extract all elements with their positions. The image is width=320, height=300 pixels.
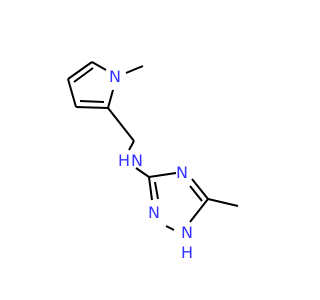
molecule-structure-diagram: N N H N N N H [67,61,239,262]
bond-triazole-c5-n1 [189,198,209,223]
bond-pyrrole-c4-c5 [67,78,77,108]
bond-ch2-amine [128,140,135,151]
bond-pyrrole-c3-c4 [67,61,93,80]
bond-c5-methyl [207,198,239,207]
atom-label-triazole-n1: N [181,223,193,242]
atom-label-triazole-n4: N [176,163,188,182]
atom-label-triazole-h: H [181,243,193,262]
pyrrole-ring [67,61,114,109]
bond-triazole-c3-n4 [148,172,177,178]
atom-label-pyrrole-n: N [109,67,121,86]
bond-triazole-n1-n2 [165,225,175,231]
bond-triazole-c3-n2 [148,176,153,201]
triazole-ring [148,172,209,231]
bond-triazole-n4-c5-inner [189,185,203,202]
bond-n-methyl [125,65,144,74]
bond-triazole-n4-c5 [191,178,209,200]
bond-pyrrole-c2-n1 [107,89,114,109]
bond-triazole-c3-n2-inner [154,181,159,200]
atom-label-amine-h: H [118,151,130,170]
bond-amine-triazole [135,167,150,178]
bond-ring-ch2 [107,107,135,142]
bond-pyrrole-c3-c4-inner [73,67,94,83]
bond-pyrrole-c5-c2-inner [79,100,105,103]
bond-pyrrole-c3-n1 [91,61,107,71]
bond-pyrrole-c5-c2 [75,106,109,109]
atom-label-triazole-n2: N [148,203,160,222]
atom-label-amine-n: N [131,151,143,170]
